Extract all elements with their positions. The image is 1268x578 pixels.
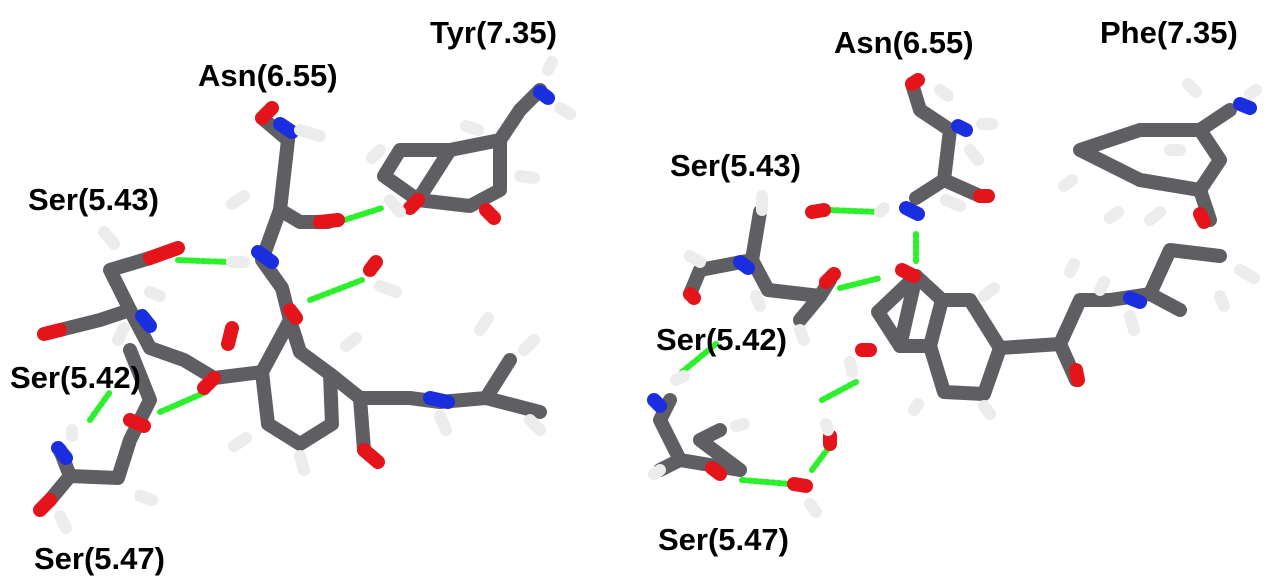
label-asn-6-55-left: Asn(6.55) [198, 58, 338, 93]
label-ser-5-43-right: Ser(5.43) [670, 148, 801, 183]
label-phe-7-35-right: Phe(7.35) [1100, 15, 1238, 50]
label-ser-5-42-left: Ser(5.42) [10, 360, 141, 395]
label-ser-5-43-left: Ser(5.43) [28, 182, 159, 217]
carbon-sticks-left [43, 83, 547, 507]
label-ser-5-47-left: Ser(5.47) [34, 541, 165, 576]
hydrogen-sticks-left [54, 56, 576, 534]
oxygen-sticks-right [683, 73, 1211, 493]
label-asn-6-55-right: Asn(6.55) [834, 25, 974, 60]
label-ser-5-42-right: Ser(5.42) [656, 322, 787, 357]
carbon-sticks-right [653, 77, 1237, 477]
hydrogen-sticks-right [648, 78, 1262, 518]
label-tyr-7-35-left: Tyr(7.35) [430, 15, 557, 50]
left-panel-structure [33, 56, 576, 534]
label-ser-5-47-right: Ser(5.47) [658, 522, 789, 557]
right-panel-structure [647, 73, 1262, 518]
nitrogen-sticks-right [647, 97, 1257, 413]
nitrogen-sticks-left [51, 85, 555, 465]
oxygen-sticks-left [33, 101, 501, 517]
